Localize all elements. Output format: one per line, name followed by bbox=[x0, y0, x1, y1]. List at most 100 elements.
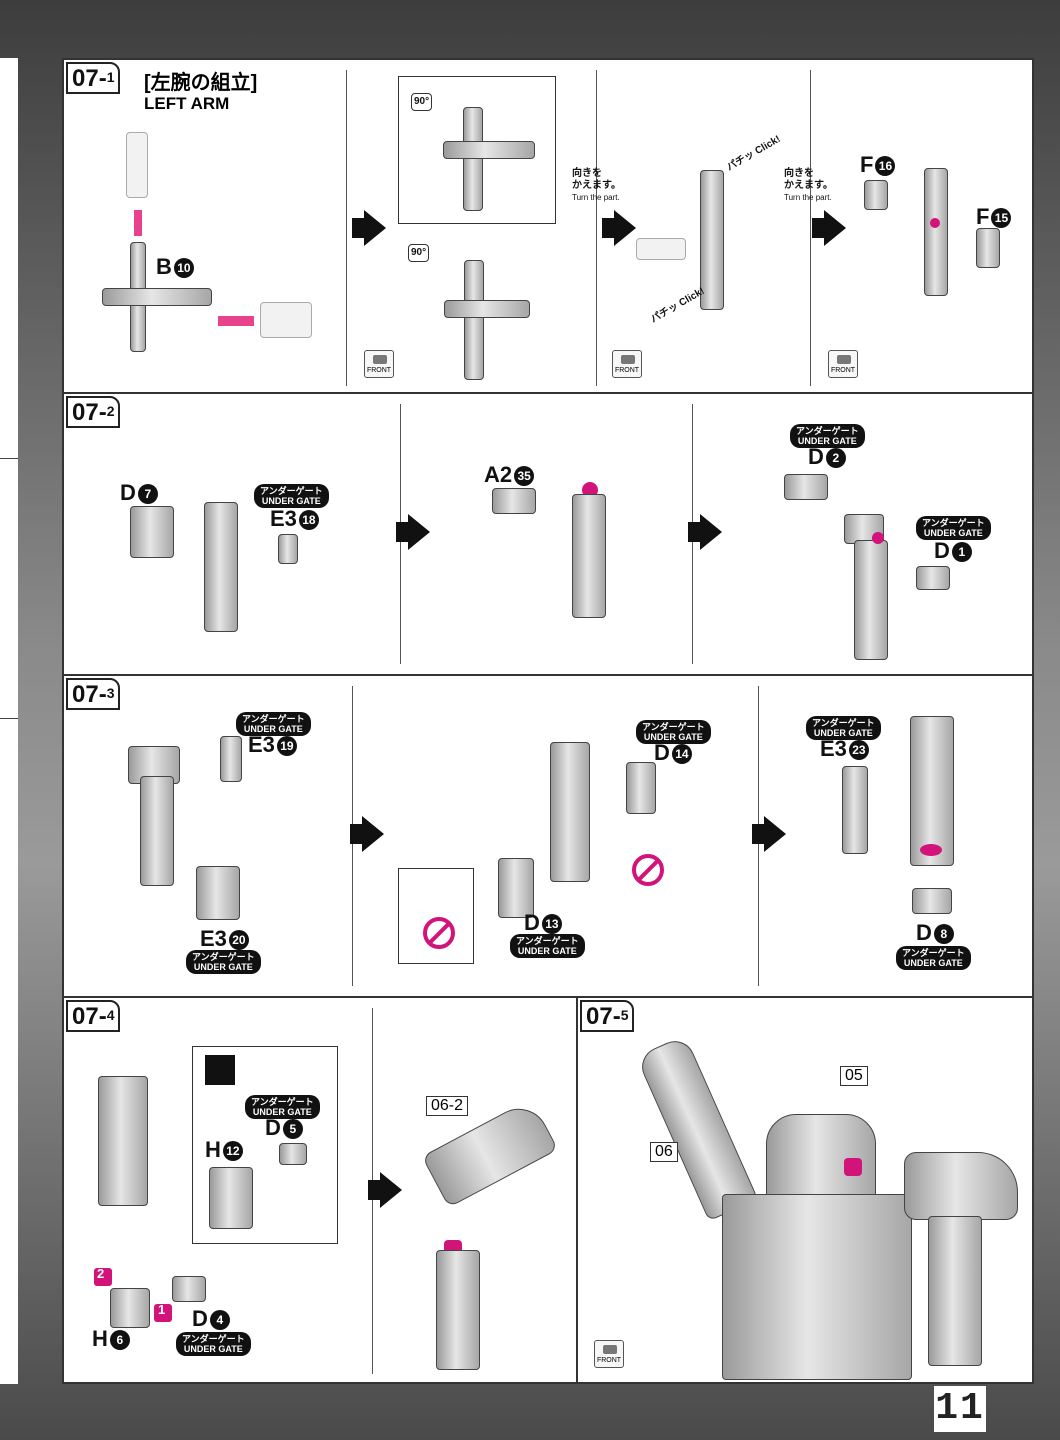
armor-part bbox=[279, 1143, 307, 1165]
no-cut-icon bbox=[423, 917, 455, 949]
no-cut-icon bbox=[632, 854, 664, 886]
step-order-2 bbox=[94, 1268, 112, 1286]
connection-point bbox=[844, 1158, 862, 1176]
next-arrow bbox=[812, 210, 846, 246]
fist-part bbox=[110, 1288, 150, 1328]
arm-assembly bbox=[436, 1250, 480, 1370]
armor-part bbox=[976, 228, 1000, 268]
step-number: 07-2 bbox=[66, 396, 121, 428]
ref-box-05: 05 bbox=[840, 1066, 868, 1086]
open-hand-part bbox=[209, 1167, 253, 1229]
edge-divider bbox=[0, 458, 18, 459]
rotate-badge: 90° bbox=[408, 244, 430, 262]
next-arrow bbox=[602, 210, 636, 246]
ref-box-06-2: 06-2 bbox=[426, 1096, 469, 1116]
arm-assembly bbox=[572, 494, 606, 618]
armor-part bbox=[784, 474, 828, 500]
arm-frame-part bbox=[444, 300, 530, 318]
arm-assembly bbox=[140, 776, 174, 886]
detail-inset: 90° bbox=[398, 76, 556, 224]
click-label: パチッ Click! bbox=[649, 285, 707, 326]
next-arrow bbox=[350, 816, 384, 852]
divider bbox=[810, 70, 811, 386]
armor-part bbox=[278, 534, 298, 564]
next-arrow bbox=[352, 210, 386, 246]
arm-assembly bbox=[910, 716, 954, 866]
step-order-1 bbox=[154, 1304, 172, 1322]
connection-point bbox=[920, 844, 942, 856]
arm-frame-part bbox=[102, 288, 212, 306]
armor-part bbox=[842, 766, 868, 854]
next-arrow bbox=[368, 1172, 402, 1208]
joint-part bbox=[492, 488, 536, 514]
next-arrow bbox=[688, 514, 722, 550]
arm-assembly bbox=[204, 502, 238, 632]
arm-frame-part bbox=[443, 141, 535, 159]
arm-frame-part bbox=[463, 107, 483, 211]
armor-part bbox=[498, 858, 534, 918]
elbow-part bbox=[196, 866, 240, 920]
turn-part-note: 向きを かえます。Turn the part. bbox=[784, 168, 833, 202]
step-order-2-label: 2 bbox=[97, 1266, 105, 1281]
step-title-en: LEFT ARM bbox=[144, 94, 230, 113]
armor-part bbox=[912, 888, 952, 914]
arm-frame-part bbox=[700, 170, 724, 310]
armor-part bbox=[864, 180, 888, 210]
step-title-jp: [左腕の組立] bbox=[144, 72, 258, 94]
arm-assembly bbox=[550, 742, 590, 882]
arm-assembly bbox=[854, 540, 888, 660]
arm-frame-part bbox=[924, 168, 948, 296]
armor-part bbox=[172, 1276, 206, 1302]
next-arrow bbox=[396, 514, 430, 550]
front-badge: FRONT bbox=[828, 350, 858, 378]
armor-part bbox=[626, 762, 656, 814]
shoulder-armor bbox=[904, 1152, 1018, 1220]
option-icon bbox=[205, 1055, 235, 1085]
ref-box-06: 06 bbox=[650, 1142, 678, 1162]
next-arrow bbox=[752, 816, 786, 852]
step-order-1-label: 1 bbox=[158, 1302, 166, 1317]
ghost-part bbox=[126, 132, 148, 198]
front-badge: FRONT bbox=[594, 1340, 624, 1368]
step-number: 07-1 bbox=[66, 62, 121, 94]
arm-assembly bbox=[98, 1076, 148, 1206]
click-label: パチッ Click! bbox=[725, 133, 783, 174]
pink-arrow bbox=[218, 316, 254, 326]
armor-part bbox=[130, 506, 174, 558]
edge-divider bbox=[0, 718, 18, 719]
connection-point bbox=[872, 532, 884, 544]
step-number: 07-4 bbox=[66, 1000, 121, 1032]
turn-part-note: 向きを かえます。Turn the part. bbox=[572, 168, 621, 202]
step-number: 07-3 bbox=[66, 678, 121, 710]
divider bbox=[346, 70, 347, 386]
detail-inset bbox=[398, 868, 474, 964]
